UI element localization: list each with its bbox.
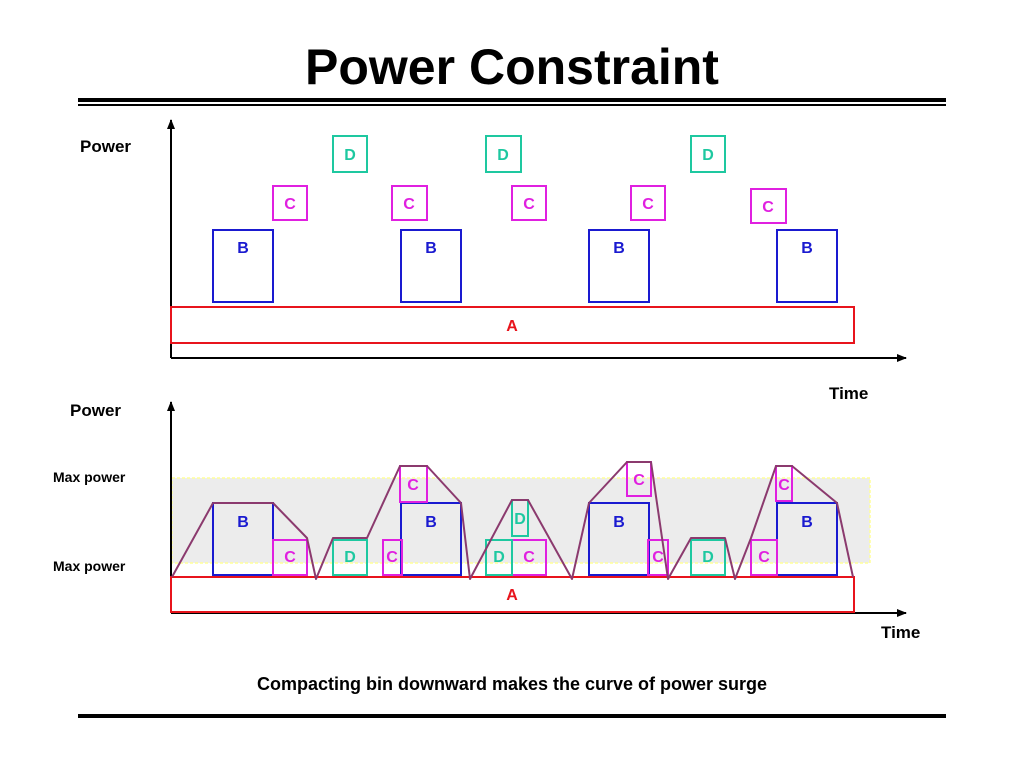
top-block-b: B [212, 229, 274, 303]
title-divider-thick [78, 98, 946, 102]
svg-text:D: D [493, 549, 505, 566]
bottom-block-d: D [332, 539, 368, 576]
svg-text:C: C [523, 549, 535, 566]
bottom-block-c: C [750, 539, 778, 576]
svg-text:D: D [514, 511, 526, 528]
svg-text:C: C [386, 549, 398, 566]
bottom-block-d: D [485, 539, 513, 576]
svg-text:B: B [237, 240, 249, 257]
svg-text:B: B [801, 240, 813, 257]
top-block-d: D [485, 135, 522, 173]
top-block-d: D [332, 135, 368, 173]
svg-text:C: C [284, 196, 296, 213]
svg-text:D: D [497, 147, 509, 164]
svg-text:B: B [613, 514, 625, 531]
svg-text:A: A [506, 318, 518, 335]
bottom-block-c: C [272, 539, 308, 576]
svg-text:C: C [762, 199, 774, 216]
top-block-c: C [511, 185, 547, 221]
top-diagram: Power Time A B B B B C C [80, 119, 907, 403]
bottom-block-c: C [647, 539, 669, 576]
svg-text:C: C [778, 477, 790, 494]
top-block-c: C [391, 185, 428, 221]
caption: Compacting bin downward makes the curve … [256, 674, 768, 694]
svg-text:C: C [403, 196, 415, 213]
svg-text:C: C [642, 196, 654, 213]
footer-divider [78, 714, 946, 718]
power-surge-curve [171, 461, 854, 580]
svg-text:B: B [613, 240, 625, 257]
svg-text:C: C [633, 472, 645, 489]
svg-text:C: C [652, 549, 664, 566]
bottom-diagram: Power Time Max power Max power A B B B B [53, 401, 920, 642]
top-block-b: B [776, 229, 838, 303]
svg-text:D: D [702, 147, 714, 164]
svg-text:C: C [407, 477, 419, 494]
svg-text:C: C [523, 196, 535, 213]
svg-text:D: D [344, 147, 356, 164]
svg-text:C: C [284, 549, 296, 566]
svg-text:D: D [702, 549, 714, 566]
top-y-axis-label: Power [80, 137, 131, 156]
bottom-x-axis-label: Time [881, 623, 920, 642]
svg-text:B: B [237, 514, 249, 531]
top-x-axis-label: Time [829, 384, 868, 403]
bottom-block-d: D [690, 539, 726, 576]
svg-text:B: B [425, 514, 437, 531]
svg-text:C: C [758, 549, 770, 566]
slide-title: Power Constraint [305, 39, 719, 95]
top-block-c: C [272, 185, 308, 221]
svg-text:A: A [506, 587, 518, 604]
max-power-upper-label: Max power [53, 469, 126, 485]
bottom-y-axis-label: Power [70, 401, 121, 420]
svg-text:D: D [344, 549, 356, 566]
svg-text:B: B [801, 514, 813, 531]
top-block-a: A [170, 306, 855, 344]
bottom-block-c: C [382, 539, 403, 576]
title-divider-thin [78, 104, 946, 106]
max-power-lower-label: Max power [53, 558, 126, 574]
top-block-c: C [750, 188, 787, 224]
max-power-band [171, 477, 871, 564]
top-block-d: D [690, 135, 726, 173]
top-block-b: B [588, 229, 650, 303]
bottom-block-a: A [170, 576, 855, 613]
top-block-c: C [630, 185, 666, 221]
svg-text:B: B [425, 240, 437, 257]
top-block-b: B [400, 229, 462, 303]
